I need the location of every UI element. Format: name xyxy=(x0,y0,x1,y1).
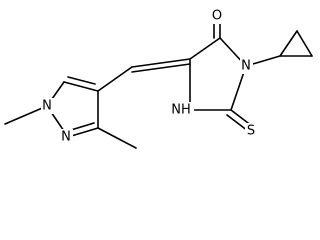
nh-label-bg xyxy=(169,102,194,118)
pyrazole-n1-label: N xyxy=(42,99,52,114)
bond-c3p-methyl xyxy=(97,127,137,149)
bond-methine-pyrazole xyxy=(97,66,133,92)
ketone-oxygen-label: O xyxy=(212,9,222,24)
sulfur-label-bg xyxy=(245,123,258,139)
imidazolidine-nh-label: NH xyxy=(171,103,191,118)
imidazolidine-n3-label: N xyxy=(241,59,251,74)
n3-label-bg xyxy=(240,58,253,74)
pyrazole-n1-label-bg xyxy=(41,98,54,114)
bond-thione-2 xyxy=(226,114,249,132)
bond-n1p-methyl xyxy=(4,105,48,125)
pyrazole-n2-label: N xyxy=(61,130,71,145)
bond-exo-double-2 xyxy=(131,63,191,73)
chemical-structure-diagram: O N NH S N N xyxy=(4,8,313,149)
bond-c4p-c5p xyxy=(63,81,99,92)
bond-c4p-c5p-inner xyxy=(67,76,96,85)
oxygen-label-bg xyxy=(211,8,224,24)
bond-cyclopropyl-2 xyxy=(296,30,313,57)
bond-cyclopropyl-1 xyxy=(279,30,298,57)
bond-n2p-c3p-inner xyxy=(70,122,95,131)
molecule-canvas: O N NH S N N xyxy=(4,8,313,149)
bond-exo-double-1 xyxy=(131,58,191,68)
bond-c4-c5 xyxy=(189,37,221,60)
thione-sulfur-label: S xyxy=(247,124,255,139)
pyrazole-n2-label-bg xyxy=(60,129,73,145)
